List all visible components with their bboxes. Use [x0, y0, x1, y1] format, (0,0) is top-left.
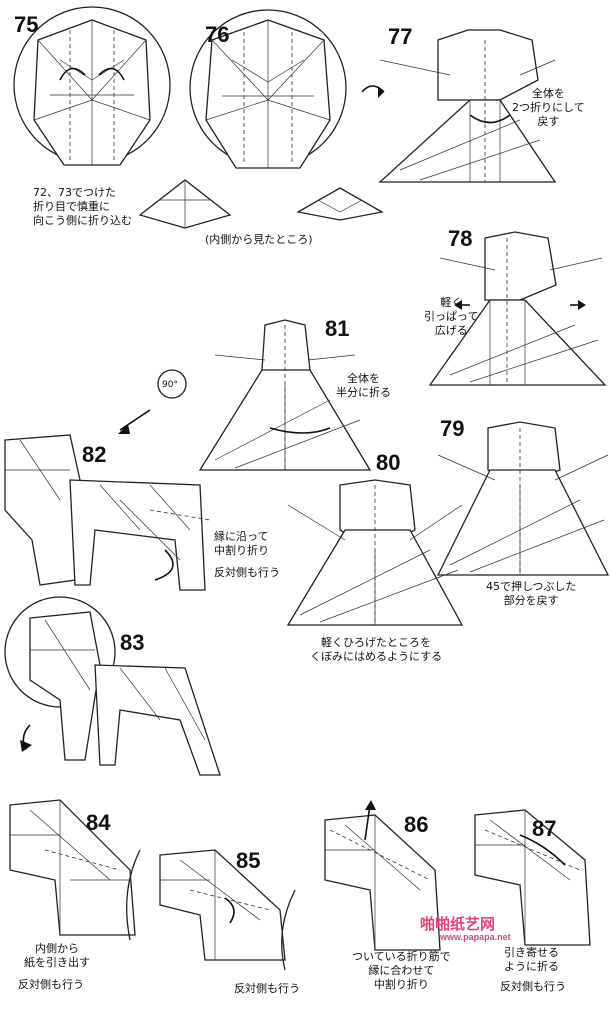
- note-step-81: 全体を 半分に折る: [336, 372, 391, 400]
- note-step-75: 72、73でつけた 折り目で慎重に 向こう側に折り込む: [33, 186, 132, 228]
- watermark-title: 啪啪纸艺网: [420, 913, 495, 934]
- step-number-80: 80: [376, 452, 400, 474]
- note-step-84-a: 内側から 紙を引き出す: [24, 942, 90, 970]
- note-step-77: 全体を 2つ折りにして 戻す: [512, 87, 585, 129]
- note-step-85: 反対側も行う: [234, 982, 300, 996]
- note-step-84-b: 反対側も行う: [18, 978, 84, 992]
- step-number-75: 75: [14, 14, 38, 36]
- step-number-79: 79: [440, 418, 464, 440]
- step-number-86: 86: [404, 814, 428, 836]
- step-number-82: 82: [82, 444, 106, 466]
- note-step-87-a: 引き寄せる ように折る: [504, 946, 559, 974]
- step-number-81: 81: [325, 318, 349, 340]
- step-number-84: 84: [86, 812, 110, 834]
- step-80-drawing: [288, 480, 462, 625]
- step-number-78: 78: [448, 228, 472, 250]
- note-step-86: ついている折り筋で 縁に合わせて 中割り折り: [352, 950, 451, 992]
- step-82-drawing: [5, 435, 210, 590]
- step-number-83: 83: [120, 632, 144, 654]
- step-number-77: 77: [388, 26, 412, 48]
- note-step-75-inside: (内側から見たところ): [205, 233, 313, 247]
- note-step-79: 45で押しつぶした 部分を戻す: [486, 580, 576, 608]
- note-step-82-b: 反対側も行う: [214, 566, 280, 580]
- step-number-85: 85: [236, 850, 260, 872]
- note-step-78: 軽く 引っぱって 広げる: [424, 296, 478, 338]
- step-83-drawing: [5, 597, 220, 775]
- step-79-drawing: [438, 422, 608, 575]
- note-step-82-a: 縁に沿って 中割り折り: [214, 530, 269, 558]
- step-75-inside-view: [140, 180, 382, 228]
- step-84-drawing: [10, 800, 140, 940]
- step-number-87: 87: [532, 818, 556, 840]
- note-step-80: 軽くひろげたところを くぼみにはめるようにする: [310, 636, 442, 664]
- rotate-label: 90°: [162, 378, 178, 392]
- watermark-url: www.papapa.net: [440, 932, 511, 942]
- step-85-drawing: [160, 850, 295, 970]
- step-number-76: 76: [205, 24, 229, 46]
- note-step-87-b: 反対側も行う: [500, 980, 566, 994]
